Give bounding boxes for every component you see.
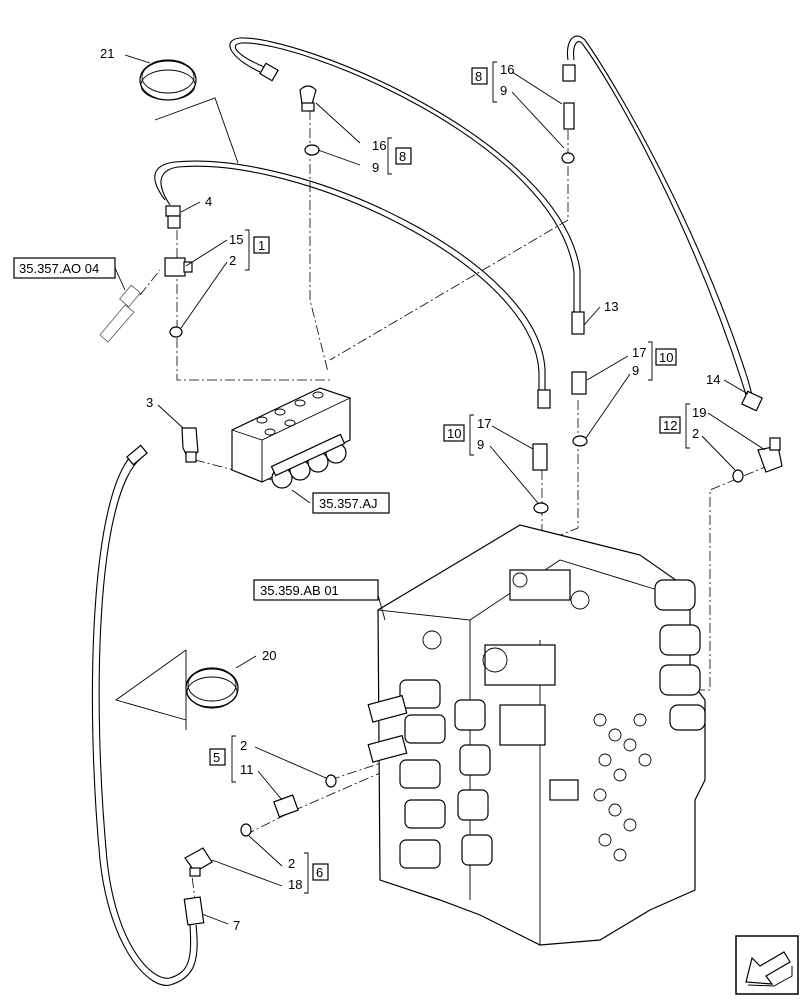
- elbow-fitting-19: [732, 437, 783, 483]
- callout-17-right: 17: [632, 345, 646, 360]
- seal-ring-20: [185, 667, 239, 709]
- valve-block-aj: [231, 387, 351, 489]
- callout-16-left: 16: [372, 138, 386, 153]
- box-5: [209, 748, 226, 766]
- callout-14: 14: [706, 372, 720, 387]
- callout-2-right: 2: [692, 426, 699, 441]
- box-8-left: [395, 147, 412, 165]
- seal-ring-21: [139, 59, 197, 101]
- svg-text:5: 5: [213, 750, 220, 765]
- connector-ao-04: [99, 284, 141, 343]
- callout-18: 18: [288, 877, 302, 892]
- box-1: [253, 236, 270, 254]
- svg-text:35.357.AJ: 35.357.AJ: [319, 496, 378, 511]
- callout-13: 13: [604, 299, 618, 314]
- elbow-fitting-16: [259, 62, 320, 156]
- adapter-11: [240, 774, 337, 837]
- hose-end-13: [537, 311, 585, 409]
- callout-17-left: 17: [477, 416, 491, 431]
- main-control-valve: [367, 524, 706, 946]
- svg-text:8: 8: [399, 149, 406, 164]
- svg-text:12: 12: [663, 418, 677, 433]
- callout-3: 3: [146, 395, 153, 410]
- fitting-17-left: [532, 443, 549, 514]
- tee-fitting-15: [164, 257, 193, 338]
- box-8-right: [471, 67, 488, 85]
- hose-end-left: [126, 444, 148, 466]
- callout-2-upper-left: 2: [229, 253, 236, 268]
- direction-arrow-icon[interactable]: [735, 935, 799, 995]
- box-6: [312, 863, 329, 881]
- elbow-fitting-3: [181, 427, 199, 463]
- callout-15: 15: [229, 232, 243, 247]
- svg-text:8: 8: [475, 69, 482, 84]
- fitting-16-right: [561, 64, 576, 164]
- callout-19: 19: [692, 405, 706, 420]
- svg-text:35.359.AB 01: 35.359.AB 01: [260, 583, 339, 598]
- callout-16-right: 16: [500, 62, 514, 77]
- callout-20: 20: [262, 648, 276, 663]
- hose-end-7: [183, 896, 205, 926]
- ref-35-359-ab-01[interactable]: [253, 579, 379, 601]
- box-12: [659, 416, 681, 434]
- callout-9-right-lower: 9: [632, 363, 639, 378]
- callout-2-lower: 2: [240, 738, 247, 753]
- callout-7: 7: [233, 918, 240, 933]
- fitting-4: [165, 205, 181, 229]
- hoses: [91, 35, 753, 986]
- callout-21: 21: [100, 46, 114, 61]
- callout-11: 11: [240, 762, 254, 777]
- svg-text:10: 10: [659, 350, 673, 365]
- callout-9-left: 9: [372, 160, 379, 175]
- hose-end-14: [740, 390, 764, 412]
- elbow-fitting-18: [184, 847, 213, 877]
- box-10-right: [655, 348, 677, 366]
- callout-2-bottom: 2: [288, 856, 295, 871]
- callout-4: 4: [205, 194, 212, 209]
- svg-text:35.357.AO 04: 35.357.AO 04: [19, 261, 99, 276]
- fitting-17-right: [571, 371, 588, 447]
- ref-35-357-aj[interactable]: [312, 492, 390, 514]
- svg-text:10: 10: [447, 426, 461, 441]
- callout-9-left-lower: 9: [477, 437, 484, 452]
- callout-9-right: 9: [500, 83, 507, 98]
- svg-text:1: 1: [258, 238, 265, 253]
- box-10-left: [443, 424, 465, 442]
- svg-text:6: 6: [316, 865, 323, 880]
